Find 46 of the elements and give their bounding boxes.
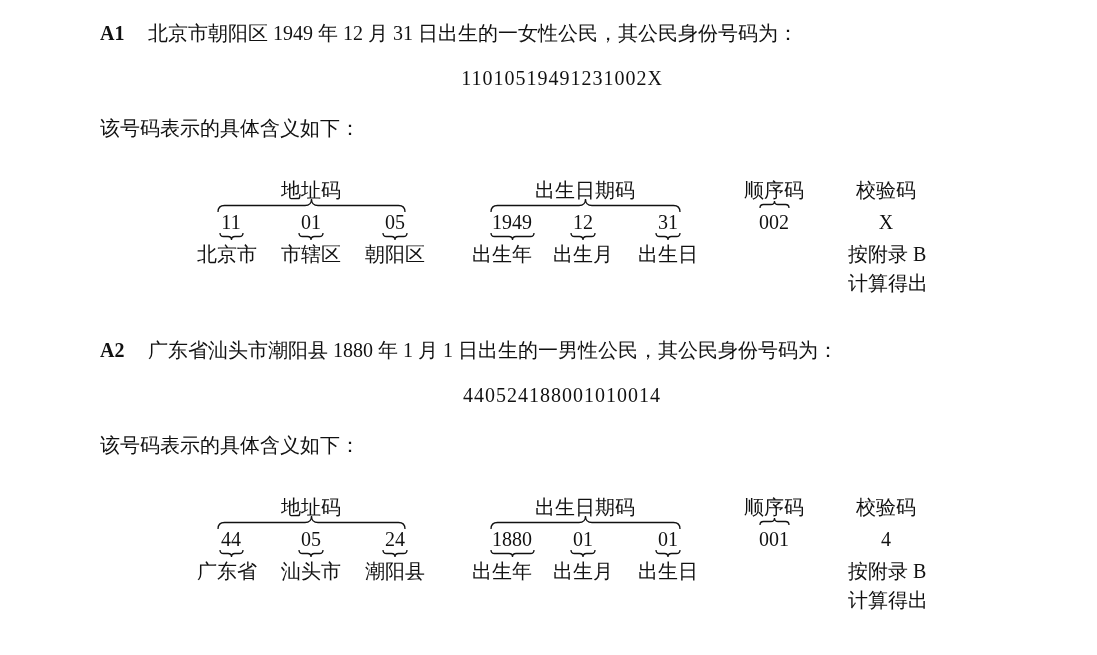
check-note: 按附录 B计算得出 xyxy=(848,241,929,296)
segment-digits: 05 xyxy=(301,527,321,551)
segment-heading: 出生日期码 xyxy=(535,178,635,202)
segment-digits: 44 xyxy=(221,527,241,551)
segment-meaning: 出生月 xyxy=(553,242,613,266)
segment-meaning: 北京市 xyxy=(197,242,257,266)
segment-meaning: 出生月 xyxy=(553,559,613,583)
segment-digits: 1949 xyxy=(492,210,532,234)
segment-digits: 01 xyxy=(301,210,321,234)
intro-text: 该号码表示的具体含义如下： xyxy=(100,433,360,457)
example-label: A2 xyxy=(100,338,125,362)
segment-meaning: 出生年 xyxy=(472,242,532,266)
segment-heading: 顺序码 xyxy=(744,495,804,519)
segment-digits: 24 xyxy=(385,527,405,551)
segment-meaning: 出生日 xyxy=(638,559,698,583)
segment-digits: 001 xyxy=(759,527,789,551)
segment-meaning: 市辖区 xyxy=(281,242,341,266)
segment-heading: 地址码 xyxy=(281,178,341,202)
segment-meaning: 出生日 xyxy=(638,242,698,266)
check-note: 按附录 B计算得出 xyxy=(848,558,929,613)
segment-meaning: 潮阳县 xyxy=(365,559,425,583)
segment-digits: 05 xyxy=(385,210,405,234)
description-text: 北京市朝阳区 1949 年 12 月 31 日出生的一女性公民，其公民身份号码为： xyxy=(148,21,798,45)
intro-text: 该号码表示的具体含义如下： xyxy=(100,116,360,140)
segment-digits: 01 xyxy=(658,527,678,551)
segment-heading: 顺序码 xyxy=(744,178,804,202)
segment-heading: 地址码 xyxy=(281,495,341,519)
segment-digits: 11 xyxy=(221,210,241,234)
segment-meaning: 出生年 xyxy=(472,559,532,583)
segment-digits: 1880 xyxy=(492,527,532,551)
segment-digits: X xyxy=(878,210,894,234)
segment-digits: 12 xyxy=(573,210,593,234)
example-label: A1 xyxy=(100,21,125,45)
segment-heading: 出生日期码 xyxy=(535,495,635,519)
description-text: 广东省汕头市潮阳县 1880 年 1 月 1 日出生的一男性公民，其公民身份号码为： xyxy=(148,338,838,362)
segment-heading: 校验码 xyxy=(856,495,916,519)
segment-digits: 31 xyxy=(658,210,678,234)
id-number: 11010519491231002X xyxy=(461,66,663,90)
segment-meaning: 汕头市 xyxy=(281,559,341,583)
segment-meaning: 广东省 xyxy=(197,559,257,583)
id-number: 440524188001010014 xyxy=(463,383,661,407)
segment-digits: 002 xyxy=(759,210,789,234)
segment-digits: 01 xyxy=(573,527,593,551)
segment-heading: 校验码 xyxy=(856,178,916,202)
segment-digits: 4 xyxy=(881,527,891,551)
segment-meaning: 朝阳区 xyxy=(365,242,425,266)
